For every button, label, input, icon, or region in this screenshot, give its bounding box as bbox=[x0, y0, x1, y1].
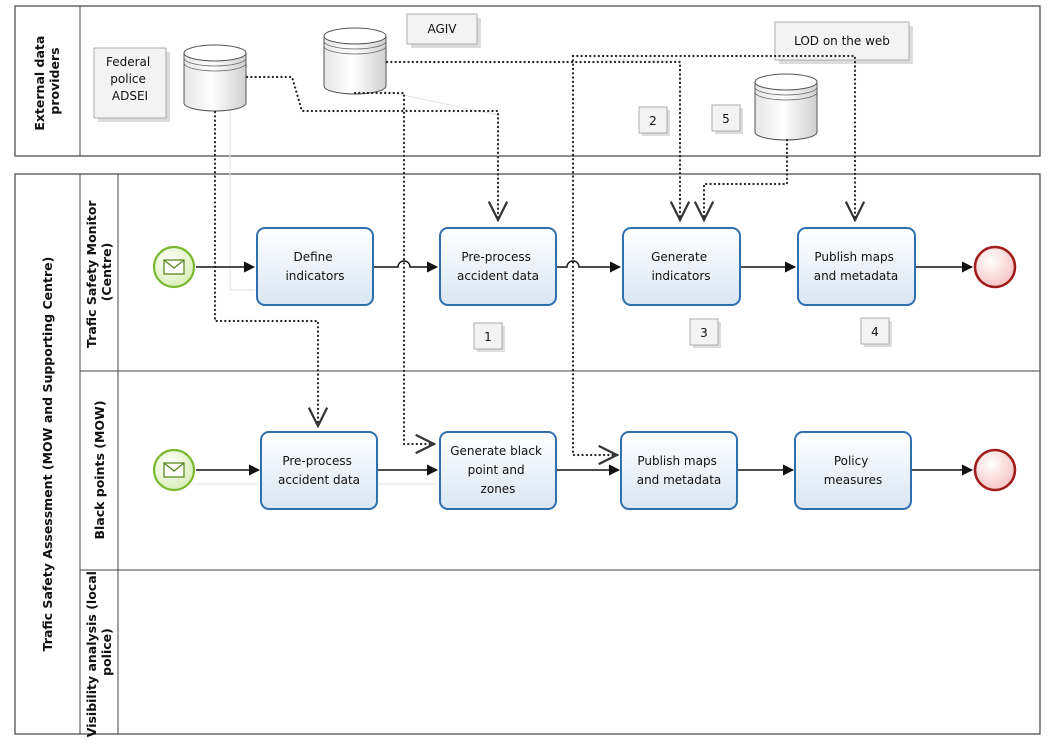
data-store-federal bbox=[183, 44, 247, 112]
svg-text:5: 5 bbox=[722, 112, 730, 126]
note-federal-text: Federal police ADSEI bbox=[106, 55, 154, 103]
step-number-3: 3 bbox=[689, 318, 721, 348]
task-generate-black-point-zones[interactable]: Generate black point and zones bbox=[439, 431, 557, 510]
task-policy-measures[interactable]: Policy measures bbox=[794, 431, 912, 510]
note-agiv: AGIV bbox=[406, 13, 481, 48]
external-pool-title: External data providers bbox=[32, 31, 62, 130]
lane-title-visibility: Visibility analysis (local police) bbox=[84, 567, 114, 738]
data-associations bbox=[213, 54, 855, 455]
step-number-5: 5 bbox=[711, 104, 743, 134]
svg-text:3: 3 bbox=[700, 326, 708, 340]
note-lod: LOD on the web bbox=[774, 21, 913, 64]
note-federal: Federal police ADSEI bbox=[93, 47, 170, 122]
svg-text:Pre-process accident dat: Pre-process accident data bbox=[457, 250, 539, 283]
sequence-flows bbox=[196, 260, 974, 476]
step-number-2: 2 bbox=[638, 106, 670, 136]
svg-text:Generate black point and: Generate black point and zones bbox=[450, 444, 546, 496]
main-pool-title: Trafic Safety Assessment (MOW and Suppor… bbox=[40, 257, 55, 652]
association-federal-to-preprocess-bottom bbox=[213, 110, 318, 426]
lane-title-black-points: Black points (MOW) bbox=[92, 400, 107, 539]
step-number-4: 4 bbox=[860, 317, 892, 347]
association-federal-to-preprocess-top bbox=[245, 75, 498, 220]
association-lod-to-publish-top bbox=[571, 54, 855, 220]
svg-text:Pre-process accident dat: Pre-process accident data bbox=[278, 454, 360, 487]
association-agiv-to-generate-indicators bbox=[385, 60, 680, 220]
end-event-black-points[interactable] bbox=[973, 448, 1017, 492]
association-store5-to-generate-indicators bbox=[704, 138, 789, 220]
svg-text:Generate indicators: Generate indicators bbox=[651, 250, 711, 283]
data-store-agiv bbox=[323, 27, 387, 95]
task-preprocess-accident-data-top[interactable]: Pre-process accident data bbox=[439, 227, 557, 306]
task-publish-maps-top[interactable]: Publish maps and metadata bbox=[797, 227, 916, 306]
envelope-message-icon bbox=[163, 462, 185, 478]
task-publish-maps-bottom[interactable]: Publish maps and metadata bbox=[620, 431, 738, 510]
svg-text:2: 2 bbox=[649, 114, 657, 128]
svg-text:Publish maps and metadat: Publish maps and metadata bbox=[814, 250, 899, 283]
svg-text:4: 4 bbox=[871, 325, 879, 339]
svg-text:Define indicators: Define indicators bbox=[285, 250, 344, 283]
note-lod-text: LOD on the web bbox=[794, 34, 890, 48]
task-preprocess-accident-data-bottom[interactable]: Pre-process accident data bbox=[260, 431, 378, 510]
start-event-black-points[interactable] bbox=[152, 448, 196, 492]
association-to-publish-bottom bbox=[571, 54, 617, 455]
svg-text:Policy measures: Policy measures bbox=[824, 454, 883, 487]
task-generate-indicators[interactable]: Generate indicators bbox=[622, 227, 741, 306]
svg-text:Publish maps and metadat: Publish maps and metadata bbox=[637, 454, 722, 487]
task-define-indicators[interactable]: Define indicators bbox=[256, 227, 374, 306]
data-store-five bbox=[754, 73, 818, 141]
lane-title-monitor: Trafic Safety Monitor (Centre) bbox=[84, 196, 114, 348]
step-number-1: 1 bbox=[473, 322, 505, 352]
end-event-monitor[interactable] bbox=[973, 245, 1017, 289]
association-agiv-to-generate-black bbox=[353, 91, 434, 444]
svg-text:1: 1 bbox=[484, 330, 492, 344]
envelope-message-icon bbox=[163, 259, 185, 275]
start-event-monitor[interactable] bbox=[152, 245, 196, 289]
note-agiv-text: AGIV bbox=[427, 22, 457, 36]
